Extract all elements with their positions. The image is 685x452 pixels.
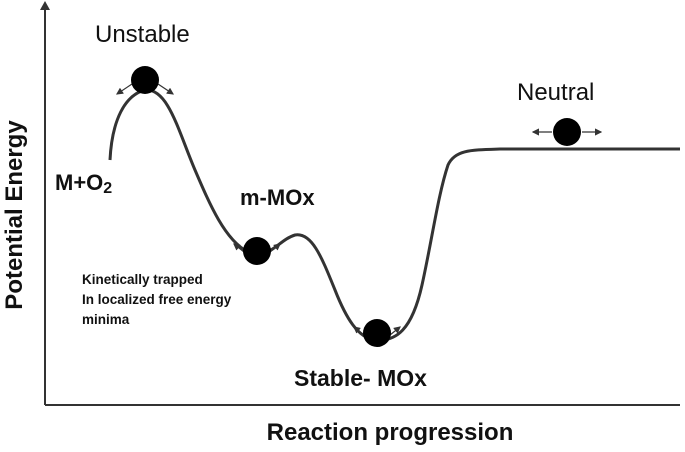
x-axis-title: Reaction progression xyxy=(267,419,514,446)
annotation-line-1: Kinetically trapped xyxy=(82,272,203,287)
unstable-ball xyxy=(116,66,174,95)
y-axis-title: Potential Energy xyxy=(1,120,28,310)
unstable-label: Unstable xyxy=(95,21,190,48)
metastable-ball xyxy=(233,237,281,265)
energy-curve xyxy=(108,88,680,342)
reactants-label: M+O2 xyxy=(55,170,112,197)
stable-ball xyxy=(353,319,401,347)
neutral-label: Neutral xyxy=(517,79,594,106)
metastable-label: m-MOx xyxy=(240,185,315,210)
y-axis-arrow xyxy=(40,1,50,10)
annotation-line-3: minima xyxy=(82,312,130,327)
annotation-line-2: In localized free energy xyxy=(82,292,232,307)
neutral-ball xyxy=(531,118,603,146)
stable-label: Stable- MOx xyxy=(294,365,427,391)
